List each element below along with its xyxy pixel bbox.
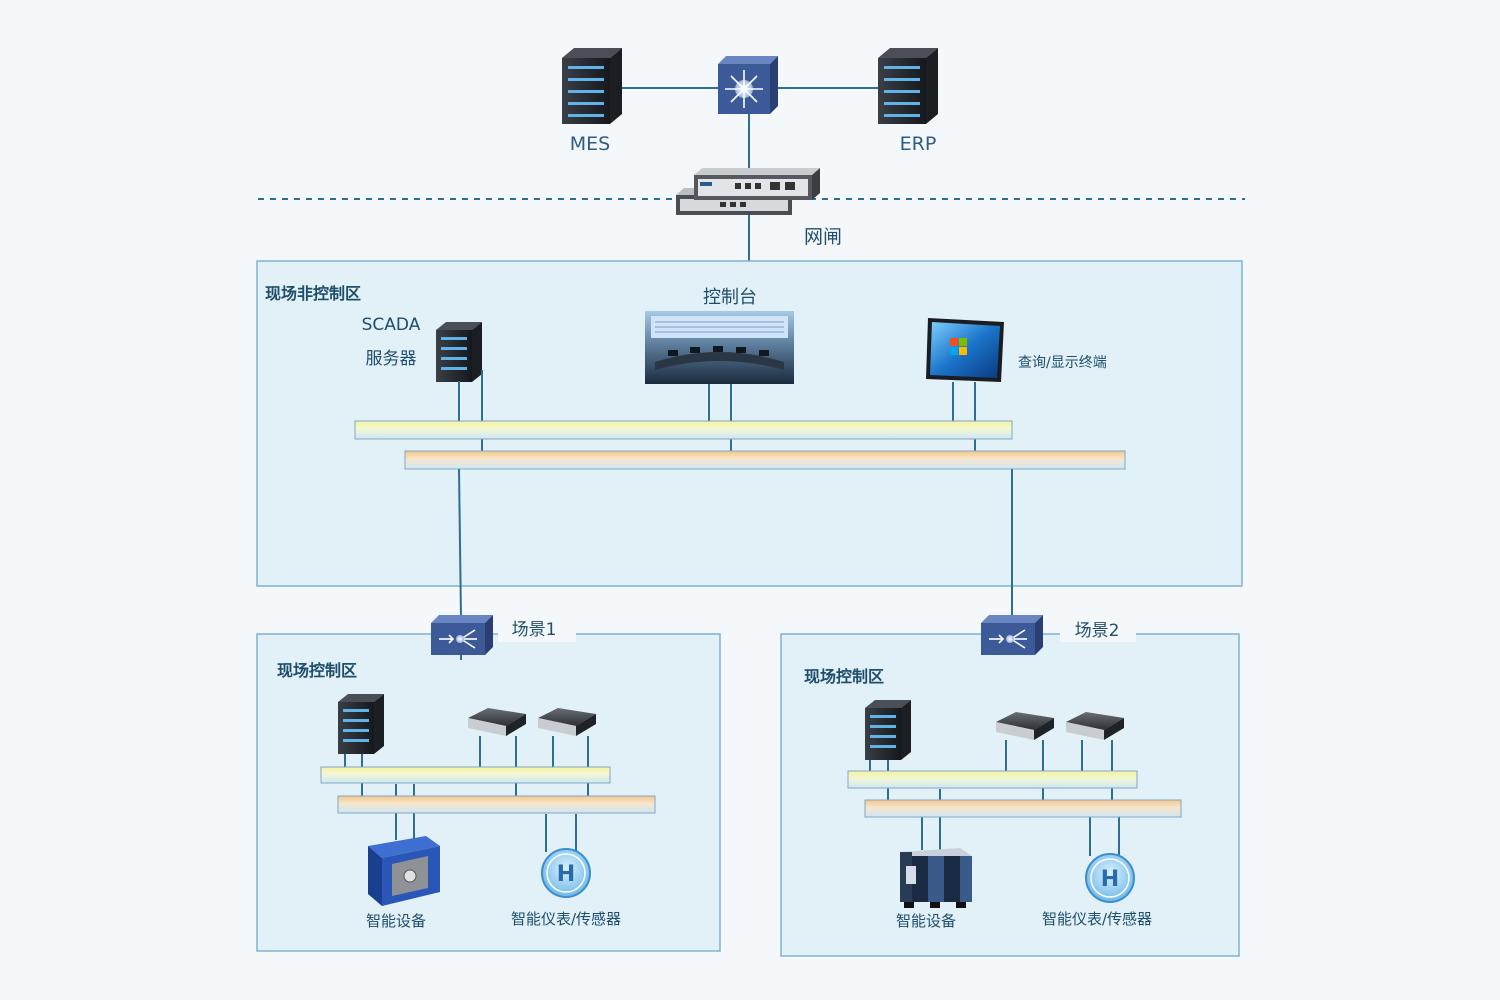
smart-device-icon: [900, 848, 972, 908]
scene2-zone: 场景2 现场控制区: [780, 615, 1240, 957]
sensor-h-icon: H: [1085, 853, 1135, 903]
sensor-h-icon: H: [541, 848, 591, 898]
monitor-zone-title: 现场非控制区: [265, 284, 361, 303]
scene1-device-label: 智能设备: [366, 912, 426, 930]
scene2-device-label: 智能设备: [896, 912, 956, 930]
gateway-label: 网闸: [804, 226, 842, 248]
mes-label: MES: [570, 133, 610, 155]
control-room-screen-icon: [645, 311, 794, 384]
scene1-sensor-glyph: H: [557, 862, 575, 887]
network-bus-b: [337, 795, 656, 814]
scada-label-line1: SCADA: [362, 315, 421, 335]
scene2-sensor-label: 智能仪表/传感器: [1042, 910, 1152, 928]
console-label: 控制台: [703, 287, 757, 308]
scene2-switch-label: 场景2: [1075, 621, 1120, 641]
server-tower-icon: [338, 694, 384, 754]
plc-box-icon: [538, 708, 596, 736]
plc-box-icon: [468, 708, 526, 736]
scene2-sensor-glyph: H: [1101, 867, 1119, 892]
network-bus-a: [847, 770, 1138, 789]
terminal-label: 查询/显示终端: [1018, 355, 1107, 371]
server-tower-icon: [878, 48, 938, 124]
top-tier: MES ERP: [258, 48, 1245, 262]
scada-label-line2: 服务器: [366, 349, 417, 369]
scene2-zone-title: 现场控制区: [804, 667, 884, 686]
network-bus-b: [864, 799, 1182, 818]
scene1-sensor-label: 智能仪表/传感器: [511, 910, 621, 928]
scene1-zone-title: 现场控制区: [277, 661, 357, 680]
network-switch-icon: [718, 56, 778, 114]
plc-box-icon: [996, 712, 1054, 740]
network-bus-a: [320, 766, 611, 784]
network-bus-a: [354, 420, 1013, 440]
monitor-zone: 现场非控制区 SCADA 服务器 控制台: [256, 260, 1243, 619]
plc-box-icon: [1066, 712, 1124, 740]
desktop-monitor-icon: [926, 318, 1004, 382]
network-switch-icon: [981, 615, 1043, 655]
smart-device-icon: [368, 836, 440, 906]
scene1-switch-label: 场景1: [512, 620, 557, 640]
scene1-zone: 场景1 现场控制区: [256, 615, 721, 952]
erp-label: ERP: [900, 133, 937, 155]
network-bus-b: [404, 450, 1126, 470]
server-tower-icon: [865, 700, 911, 760]
network-switch-icon: [431, 615, 493, 655]
server-tower-icon: [436, 322, 482, 382]
rack-gateway-icon: [676, 168, 820, 215]
server-tower-icon: [562, 48, 622, 124]
scene1-uplink: [458, 468, 462, 619]
